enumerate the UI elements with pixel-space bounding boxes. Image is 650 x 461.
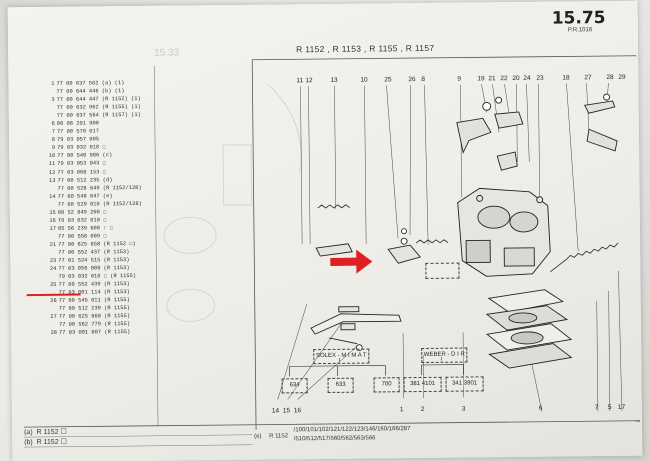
callout-number: 24: [523, 74, 531, 82]
callout-number: 22: [500, 75, 508, 83]
weber-variant-box: 341 3901: [445, 376, 484, 392]
callout-number: 3: [461, 405, 466, 413]
legend: (a) R 1152 ☐ (b) R 1152 ☐: [24, 428, 67, 447]
legend-key: (b): [24, 438, 33, 446]
solex-variant-box: 700: [373, 377, 400, 393]
callout-number: 9: [457, 75, 462, 83]
callout-number: 29: [618, 73, 626, 81]
callout-number: 27: [584, 74, 592, 82]
legend-text: R 1152 ☐: [36, 428, 67, 437]
legend-key: (a): [24, 429, 33, 437]
solex-label-box: SOLEX - M I M A T: [313, 348, 370, 365]
legend-row: (a) R 1152 ☐: [24, 428, 67, 438]
callout-number: 6: [538, 404, 543, 412]
legend-text: R 1152 ☐: [36, 438, 67, 446]
callout-number: 20: [512, 74, 520, 83]
callout-number: 17: [617, 403, 626, 411]
callout-number: 28: [606, 73, 614, 82]
callout-number: 1: [399, 406, 404, 414]
callout-number: 2: [420, 405, 425, 414]
callout-number: 8: [421, 75, 426, 83]
weber-label-box: WEBER - D I R: [421, 347, 468, 363]
model-variants-line-1: /100/101/102/121/122/123/146/160/166/287: [293, 426, 411, 434]
callout-number: 23: [536, 74, 544, 82]
callout-number: 11: [296, 77, 304, 85]
dashed-part-box: [425, 262, 460, 279]
solex-variant-box: 634: [281, 378, 308, 394]
legend-row: (b) R 1152 ☐: [24, 437, 67, 447]
model-prefix: (e): [254, 433, 262, 440]
callout-number: 26: [408, 76, 416, 84]
model-code: R 1152: [269, 433, 289, 440]
model-list: (e) R 1152 /100/101/102/121/122/123/146/…: [254, 426, 410, 444]
callout-number: 5: [607, 404, 612, 412]
callout-number: 15: [282, 407, 291, 415]
model-variants-line-2: /510/512/517/560/562/563/566: [293, 434, 376, 442]
solex-variant-box: 633: [327, 377, 354, 393]
callout-number: 19: [477, 75, 485, 83]
callout-number: 18: [562, 74, 570, 82]
callout-number: 13: [330, 76, 338, 84]
callout-number: 10: [360, 76, 368, 84]
callout-number: 21: [488, 75, 496, 83]
callout-number: 12: [305, 77, 313, 85]
callout-number: 14: [271, 407, 280, 415]
callout-number: 7: [594, 404, 599, 412]
red-annotation-arrow: [330, 249, 373, 274]
exploded-carburettor-diagram: [24, 55, 641, 448]
callout-number: 25: [384, 76, 392, 84]
catalog-page: 15.75 P.R.1016 R 1152 , R 1153 , R 1155 …: [7, 0, 643, 461]
weber-variant-box: 381 4101: [403, 376, 442, 393]
callout-number: 16: [293, 407, 302, 415]
